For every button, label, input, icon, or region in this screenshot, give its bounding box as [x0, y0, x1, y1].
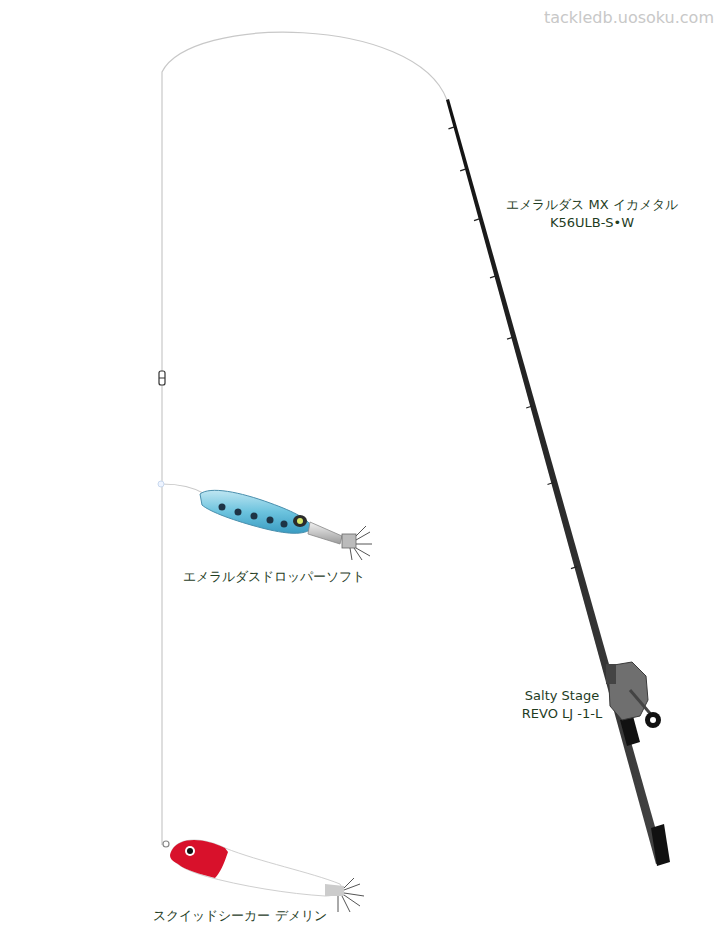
fishing-line [162, 32, 447, 845]
squid-seeker-lure [163, 840, 344, 896]
reel-label: Salty Stage REVO LJ -1-L [520, 687, 604, 723]
rod-label: エメラルダス MX イカメタル K56ULB-S•W [502, 196, 682, 232]
rod-guide [548, 483, 554, 485]
swivel [159, 371, 165, 385]
rod-guide [526, 406, 532, 408]
rod-guide [571, 567, 577, 569]
squid-jig-hooks [338, 878, 364, 912]
reel [606, 662, 661, 728]
dropper-lure [200, 490, 356, 548]
rod [446, 99, 670, 866]
branch-line [162, 484, 205, 494]
rod-guide [474, 219, 480, 221]
branch-knot [158, 481, 164, 487]
lure-label: エメラルダスドロッパーソフト [183, 568, 365, 586]
rod-guides [448, 127, 576, 569]
rod-guide [448, 127, 454, 129]
lure-label: スクイッドシーカー デメリン [153, 907, 326, 925]
squid-jig-hooks [350, 526, 372, 560]
rod-guide [490, 276, 496, 278]
rod-guide [507, 337, 513, 339]
watermark: tackledb.uosoku.com [544, 8, 714, 28]
rod-guide [460, 169, 466, 171]
